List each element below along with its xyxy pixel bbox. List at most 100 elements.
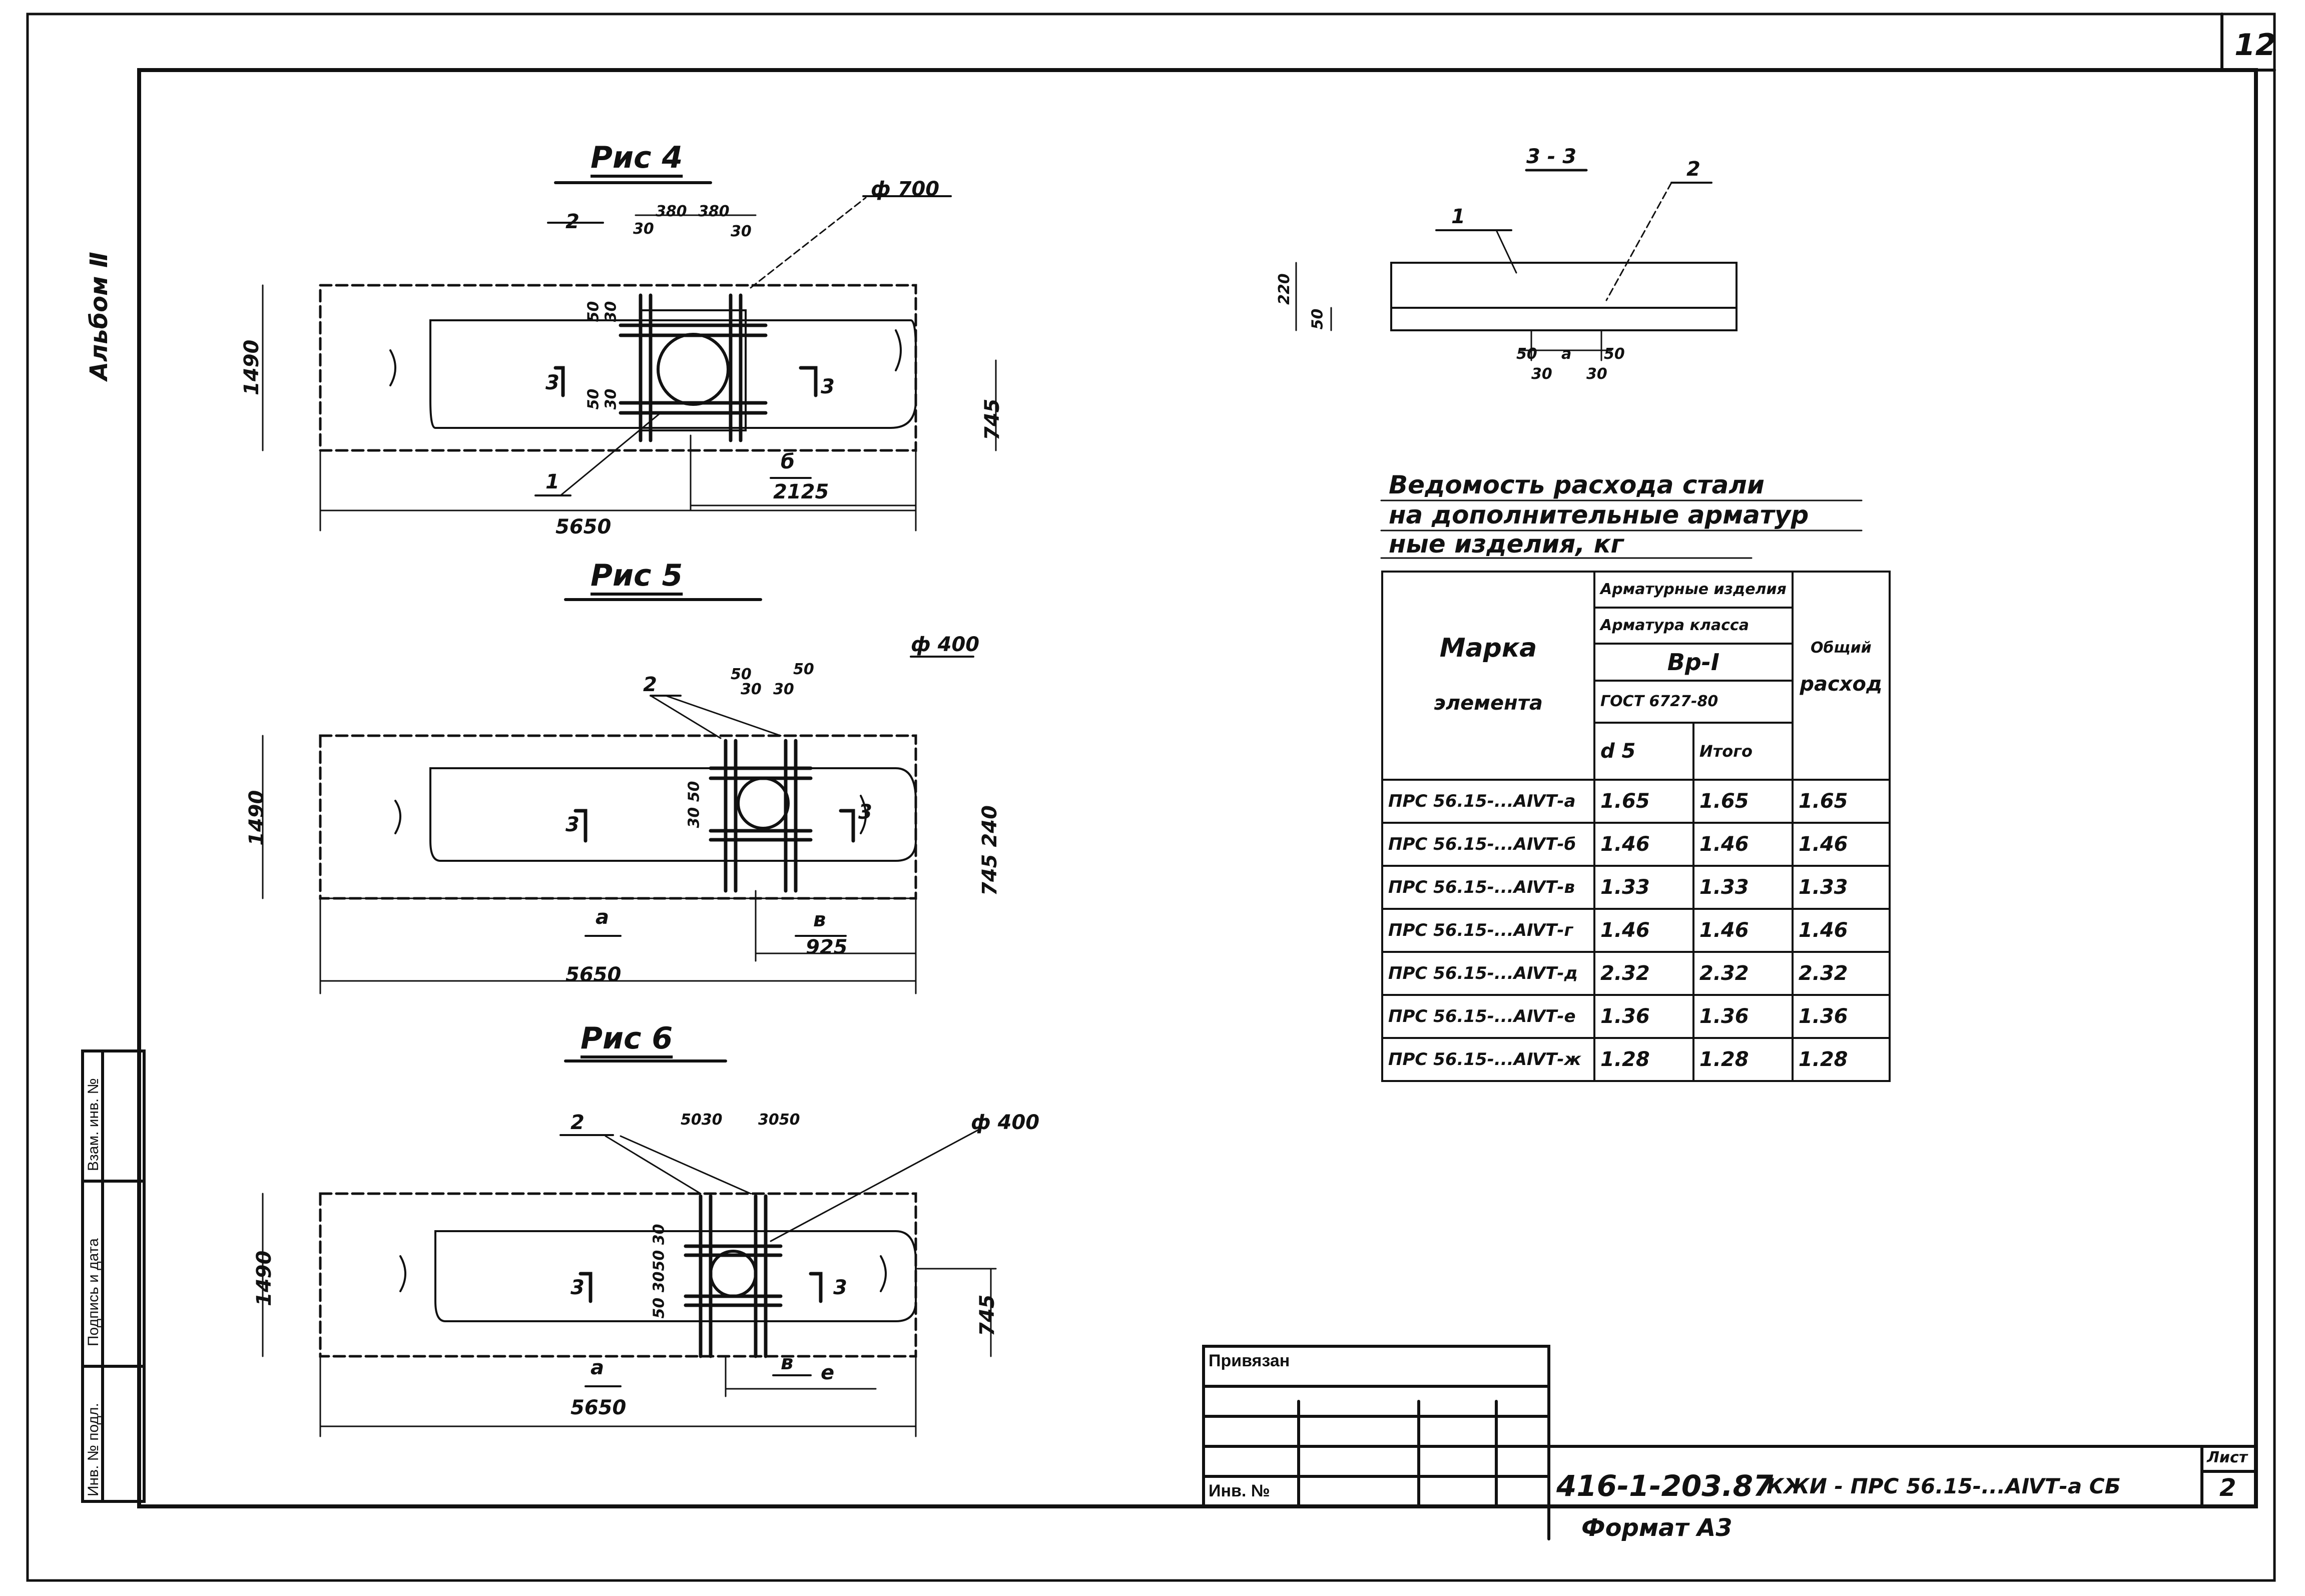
- row-total: 1.65: [1791, 779, 1891, 824]
- row-itog: 2.32: [1692, 951, 1794, 996]
- fig4-inner-30b: 30: [602, 388, 620, 410]
- table-row: ПРС 56.15-...АⅣТ-е 1.36 1.36 1.36: [1381, 994, 1891, 1039]
- header-total-line2: расход: [1800, 673, 1883, 696]
- row-d5: 1.46: [1593, 822, 1694, 867]
- fig5-title: Рис 5: [591, 558, 683, 593]
- table-row: ПРС 56.15-...АⅣТ-ж 1.28 1.28 1.28: [1381, 1037, 1891, 1082]
- row-d5: 2.32: [1593, 951, 1694, 996]
- table-title-line-1: Ведомость расхода стали: [1389, 470, 1765, 499]
- album-label: Альбом Ⅱ: [85, 252, 113, 380]
- section33-bottom-30b: 30: [1586, 365, 1607, 383]
- fig5-top-30b: 30: [773, 681, 794, 698]
- fig6-right-height: 745: [976, 1294, 999, 1337]
- fig5-right-height: 745 240: [978, 805, 1001, 896]
- section33-bottom-50b: 50: [1604, 345, 1625, 363]
- fig5-offset-label: в: [813, 908, 826, 931]
- side-stamp-replace-inv: Взам. инв. №: [85, 1078, 102, 1171]
- fig5-section-right: 3: [858, 801, 872, 824]
- side-stamp-sign-date: Подпись и дата: [85, 1238, 102, 1346]
- fig4-inner-50b: 50: [585, 388, 603, 410]
- fig6-length: 5650: [570, 1396, 627, 1419]
- row-d5: 1.28: [1593, 1037, 1694, 1082]
- header-mark-line2: элемента: [1434, 692, 1543, 715]
- row-itog: 1.46: [1692, 908, 1794, 953]
- section33-bottom-50a: 50: [1516, 345, 1537, 363]
- fig5-top-50b: 50: [793, 661, 814, 678]
- fig4-dim-30-right: 30: [731, 223, 752, 240]
- fig4-leader-1: 1: [545, 470, 559, 493]
- fig4-section-right: 3: [821, 375, 835, 398]
- side-stamp-inv-orig: Инв. № подл.: [85, 1403, 102, 1496]
- header-class: Вр-I: [1593, 643, 1794, 682]
- fig6-top-left: 5030: [681, 1111, 723, 1129]
- fig6-top-right: 3050: [758, 1111, 800, 1129]
- fig4-offset-value: 2125: [773, 480, 829, 503]
- header-group: Арматурные изделия: [1593, 571, 1794, 609]
- page-number: 12: [2234, 28, 2276, 63]
- header-itog: Итого: [1692, 722, 1794, 781]
- fig4-title: Рис 4: [591, 140, 683, 175]
- fig4-inner-30: 30: [602, 301, 620, 322]
- table-title-line-2: на дополнительные арматур: [1389, 500, 1809, 529]
- fig6-inner-dim-a: 50 30: [650, 1224, 668, 1271]
- fig6-inner-dim-b: 50 30: [650, 1271, 668, 1319]
- fig5-height: 1490: [245, 790, 268, 846]
- fig5-offset-value: 925: [806, 936, 848, 959]
- row-itog: 1.33: [1692, 865, 1794, 910]
- fig5-top-30a: 30: [741, 681, 762, 698]
- header-mark: Марка элемента: [1381, 571, 1595, 781]
- fig5-inner-dim: 30 50: [685, 781, 703, 828]
- fig6-diameter-label: ф 400: [971, 1111, 1040, 1134]
- fig5-leader-2: 2: [643, 673, 657, 696]
- fig5-linework: [262, 598, 974, 994]
- row-mark: ПРС 56.15-...АⅣТ-б: [1381, 822, 1595, 867]
- fig6-leader-2: 2: [570, 1111, 585, 1134]
- section33-leader-2: 2: [1686, 158, 1700, 181]
- table-title-line-3: ные изделия, кг: [1389, 529, 1624, 559]
- fig6-offset-value: е: [821, 1361, 835, 1384]
- row-total: 1.28: [1791, 1037, 1891, 1082]
- row-mark: ПРС 56.15-...АⅣТ-ж: [1381, 1037, 1595, 1082]
- document-name: КЖИ - ПРС 56.15-...АⅣТ-а СБ: [1767, 1474, 2121, 1498]
- section33-height: 220: [1275, 273, 1293, 305]
- section33-bottom-a: а: [1561, 345, 1572, 363]
- fig6-height: 1490: [253, 1250, 276, 1306]
- inv-label: Инв. №: [1209, 1481, 1270, 1500]
- section33-title: 3 - 3: [1526, 145, 1577, 168]
- row-total: 2.32: [1791, 951, 1891, 996]
- document-code: 416-1-203.87: [1556, 1469, 1774, 1503]
- fig6-section-left: 3: [570, 1276, 585, 1299]
- row-itog: 1.36: [1692, 994, 1794, 1039]
- row-d5: 1.65: [1593, 779, 1694, 824]
- table-row: ПРС 56.15-...АⅣТ-д 2.32 2.32 2.32: [1381, 951, 1891, 996]
- header-total: Общий расход: [1791, 571, 1891, 781]
- fig4-dim-380b: 380: [698, 203, 730, 220]
- row-total: 1.36: [1791, 994, 1891, 1039]
- table-row: ПРС 56.15-...АⅣТ-а 1.65 1.65 1.65: [1381, 779, 1891, 824]
- steel-consumption-table: Марка элемента Арматурные изделия Общий …: [1381, 571, 1891, 1082]
- fig4-offset-label: б: [781, 450, 795, 473]
- bound-label: Привязан: [1209, 1351, 1290, 1370]
- fig6-title: Рис 6: [581, 1021, 673, 1056]
- row-total: 1.46: [1791, 822, 1891, 867]
- header-total-line1: Общий: [1810, 639, 1872, 657]
- fig5-diameter-label: ф 400: [911, 633, 980, 656]
- sheet-label: Лист: [2207, 1449, 2248, 1466]
- section33-bottom-30a: 30: [1531, 365, 1552, 383]
- table-row: ПРС 56.15-...АⅣТ-б 1.46 1.46 1.46: [1381, 822, 1891, 867]
- fig6-offset-label: в: [781, 1351, 794, 1374]
- fig4-dim-30-left: 30: [633, 220, 654, 238]
- header-diam: d 5: [1593, 722, 1694, 781]
- row-d5: 1.36: [1593, 994, 1694, 1039]
- inner-frame: [137, 68, 2258, 1508]
- fig4-height: 1490: [240, 339, 263, 395]
- row-mark: ПРС 56.15-...АⅣТ-в: [1381, 865, 1595, 910]
- fig4-right-height: 745: [981, 398, 1004, 441]
- fig5-left-label: а: [596, 906, 609, 929]
- fig6-linework: [262, 1059, 997, 1437]
- fig5-section-left: 3: [565, 813, 580, 836]
- row-itog: 1.65: [1692, 779, 1794, 824]
- header-mark-line1: Марка: [1439, 633, 1537, 663]
- sheet-number: 2: [2219, 1474, 2236, 1502]
